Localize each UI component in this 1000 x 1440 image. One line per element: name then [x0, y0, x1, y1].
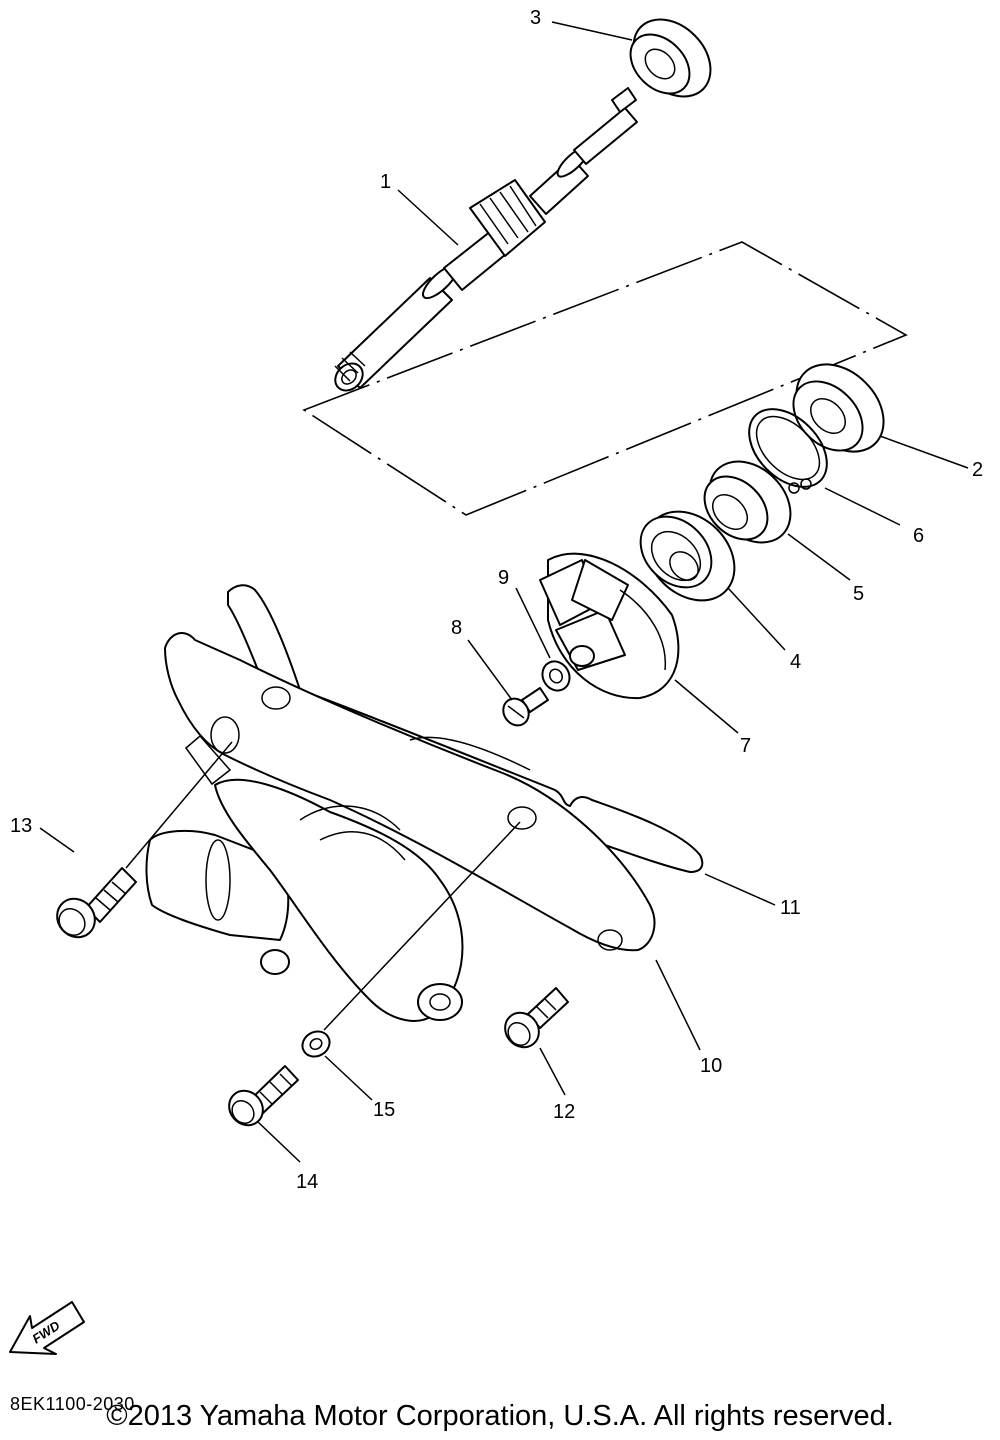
oil-seal: [703, 460, 792, 544]
callout-11: 11: [780, 897, 801, 919]
callout-14: 14: [296, 1171, 318, 1193]
callout-13: 13: [10, 815, 32, 837]
leader-lines: [39, 21, 969, 1163]
diagram-code: 8EK1100-2030: [10, 1394, 135, 1414]
callout-4: 4: [790, 651, 801, 673]
impeller-shaft: [334, 87, 638, 392]
bearing-right: [792, 363, 885, 453]
callout-7: 7: [740, 735, 751, 757]
impeller-screw: [502, 687, 549, 727]
mechanical-seal: [639, 510, 736, 602]
callout-9: 9: [498, 567, 509, 589]
bearing-top: [629, 18, 712, 98]
callout-15: 15: [373, 1099, 395, 1121]
callout-12: 12: [553, 1101, 575, 1123]
callout-3: 3: [530, 7, 541, 29]
washer-small: [541, 660, 571, 692]
callout-5: 5: [853, 583, 864, 605]
callout-2: 2: [972, 459, 983, 481]
water-pump-housing: [145, 632, 656, 1022]
circlip: [748, 408, 828, 494]
washer-15: [301, 1030, 331, 1058]
copyright-notice: ©2013 Yamaha Motor Corporation, U.S.A. A…: [106, 1400, 894, 1432]
fwd-arrow-icon: FWD: [9, 1301, 85, 1355]
impeller: [539, 552, 680, 700]
callout-6: 6: [913, 525, 924, 547]
callouts: 1 2 3 4 5 6 7 8 9 10 11 12 13 14 15: [10, 7, 983, 1193]
bolt-13: [56, 867, 137, 939]
callout-10: 10: [700, 1055, 722, 1077]
callout-8: 8: [451, 617, 462, 639]
assembly-outline: [302, 241, 908, 516]
callout-1: 1: [380, 171, 391, 193]
bolt-12: [504, 987, 569, 1049]
bolt-14: [228, 1065, 299, 1127]
